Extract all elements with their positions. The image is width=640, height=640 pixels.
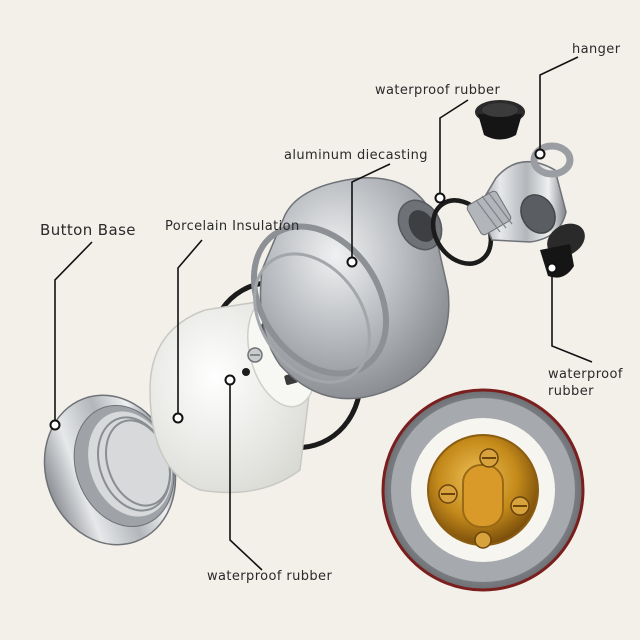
connector-dot-icon [346, 256, 358, 268]
connector-dot-icon [546, 262, 558, 274]
label-aluminum-diecasting: aluminum diecasting [284, 148, 428, 163]
label-button-base: Button Base [40, 221, 136, 239]
socket-inset [381, 388, 585, 592]
leader-line-aluminum-diecasting [351, 163, 391, 262]
label-porcelain-insulation: Porcelain Insulation [165, 219, 300, 234]
leader-line-hanger [539, 56, 579, 154]
label-waterproof-rubber-top: waterproof rubber [375, 83, 501, 98]
leader-lines [54, 56, 593, 571]
connector-dot-icon [534, 148, 546, 160]
leader-line-waterproof-rubber-top [439, 99, 469, 198]
leader-line-porcelain-insulation [177, 239, 203, 418]
connector-dots [49, 148, 558, 431]
label-waterproof-rubber-bottom: waterproof rubber [207, 569, 333, 584]
rubber-plug-top [475, 100, 525, 140]
connector-dot-icon [434, 192, 446, 204]
hanger-fitting [466, 142, 574, 243]
connector-dot-icon [172, 412, 184, 424]
connector-dot-icon [224, 374, 236, 386]
leader-line-waterproof-rubber-right [551, 268, 593, 363]
leader-line-button-base [54, 241, 93, 425]
connector-dot-icon [49, 419, 61, 431]
label-waterproof-rubber-right-line2: rubber [548, 384, 594, 399]
label-waterproof-rubber-right-line1: waterproof [548, 367, 623, 382]
aluminum-diecasting-shell [250, 177, 450, 400]
label-hanger: hanger [572, 42, 621, 57]
leader-line-waterproof-rubber-bottom [229, 380, 263, 571]
